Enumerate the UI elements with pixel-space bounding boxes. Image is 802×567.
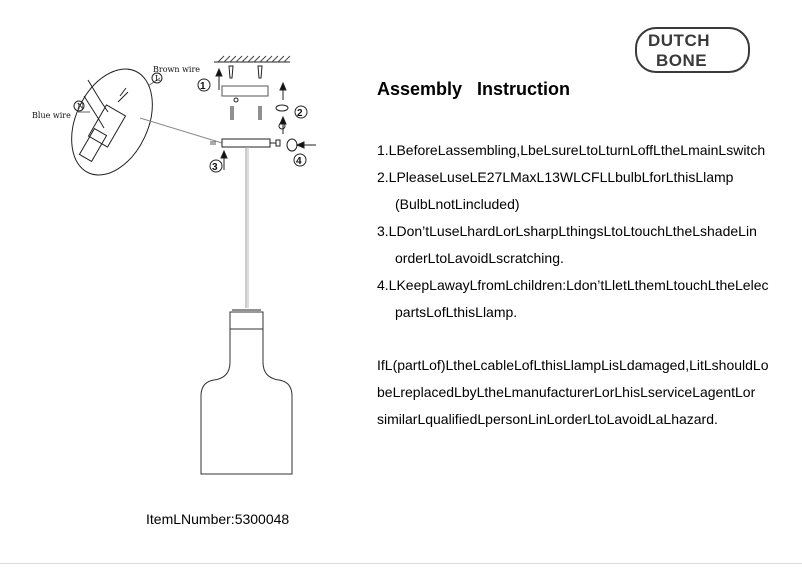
- cap-nut: [286, 138, 298, 152]
- terminal-n-label: N: [77, 102, 84, 111]
- washer: [275, 104, 289, 112]
- svg-text:DUTCH: DUTCH: [648, 31, 710, 50]
- instruction-2-cont: (BulbLnotLincluded): [395, 196, 520, 212]
- instruction-2: 2.LPleaseLuseLE27LMaxL13WLCFLLbulbLforLt…: [377, 169, 734, 185]
- instruction-4-cont: partsLofLthisLlamp.: [395, 304, 518, 320]
- step-3-label: 3: [212, 162, 218, 173]
- shade-cap: [229, 311, 264, 330]
- instruction-1: 1.LBeforeLassembling,LbeLsureLtoLturnLof…: [377, 142, 766, 158]
- step-2-label: 2: [297, 108, 303, 119]
- brown-wire-label: Brown wire: [153, 65, 200, 74]
- blue-wire: [83, 95, 105, 129]
- terminal-block: [87, 104, 127, 148]
- warning-line-1: IfL(partLof)LtheLcableLofLthisLlampLisLd…: [377, 357, 769, 373]
- svg-text:BONE: BONE: [656, 51, 707, 70]
- brown-wire: [87, 79, 109, 113]
- detail-leader-line: [139, 117, 223, 144]
- mounting-bracket: [221, 85, 269, 97]
- wall-plug-left: [228, 65, 234, 79]
- page-title: Assembly Instruction: [377, 79, 571, 99]
- assembly-diagram: Brown wire Blue wire L N 1 2 3 4: [32, 55, 316, 475]
- blue-wire-label: Blue wire: [32, 111, 71, 120]
- lamp-shade: [200, 329, 293, 475]
- step-4-label: 4: [296, 156, 302, 167]
- canopy: [221, 138, 271, 148]
- wall-plug-right: [257, 65, 263, 79]
- wiring-detail-circle: [71, 68, 153, 176]
- warning-line-2: beLreplacedLbyLtheLmanufacturerLorLhisLs…: [377, 384, 756, 400]
- bottom-divider: [0, 563, 802, 564]
- instruction-list: 1.LBeforeLassembling,LbeLsureLtoLturnLof…: [377, 137, 802, 326]
- item-number: ItemLNumber:5300048: [146, 511, 290, 527]
- instruction-3: 3.LDon’tLuseLhardLorLsharpLthingsLtoLtou…: [377, 223, 757, 239]
- warning-line-3: similarLqualifiedLpersonLinLorderLtoLavo…: [377, 411, 718, 427]
- terminal-l-label: L: [155, 74, 161, 83]
- instruction-3-cont: orderLtoLavoidLscratching.: [395, 250, 564, 266]
- instruction-4: 4.LKeepLawayLfromLchildren:Ldon’tLletLth…: [377, 277, 769, 293]
- ceiling-hatch: [217, 55, 291, 63]
- step-1-label: 1: [200, 81, 206, 92]
- dutchbone-logo: DUTCH BONE: [635, 27, 750, 73]
- safety-warning: IfL(partLof)LtheLcableLofLthisLlampLisLd…: [377, 352, 802, 433]
- assembly-arrows: [215, 67, 316, 170]
